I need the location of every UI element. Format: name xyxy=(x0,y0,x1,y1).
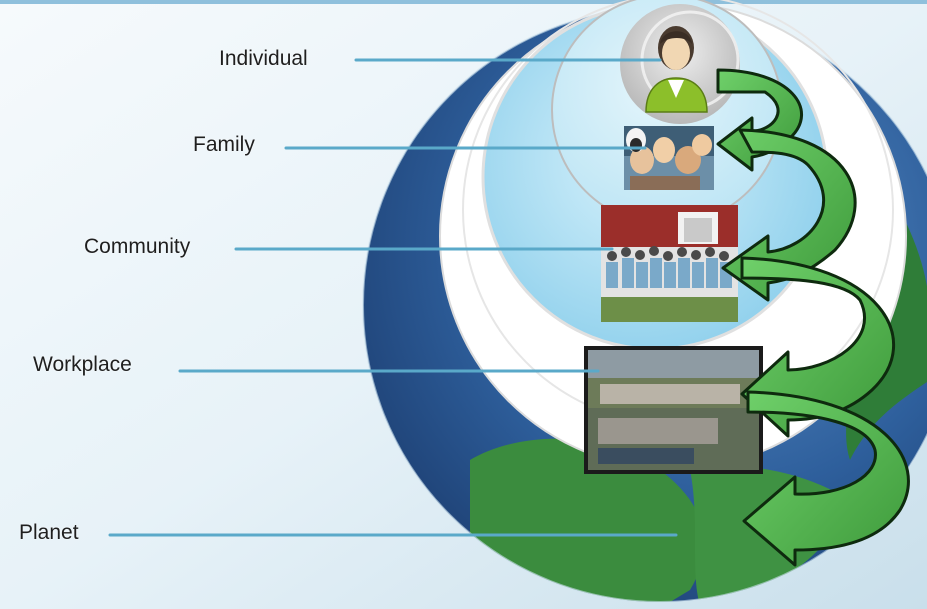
arrow-community-to-workplace xyxy=(740,256,896,438)
top-border xyxy=(0,0,927,4)
family-photo xyxy=(624,126,714,190)
person-icon xyxy=(645,26,708,113)
label-family: Family xyxy=(193,133,255,156)
label-planet: Planet xyxy=(19,521,79,544)
label-workplace: Workplace xyxy=(33,353,132,376)
label-community: Community xyxy=(84,235,191,258)
workplace-photo xyxy=(584,346,763,474)
community-photo xyxy=(601,205,738,322)
arrow-workplace-to-planet xyxy=(742,390,910,567)
label-individual: Individual xyxy=(219,47,308,70)
